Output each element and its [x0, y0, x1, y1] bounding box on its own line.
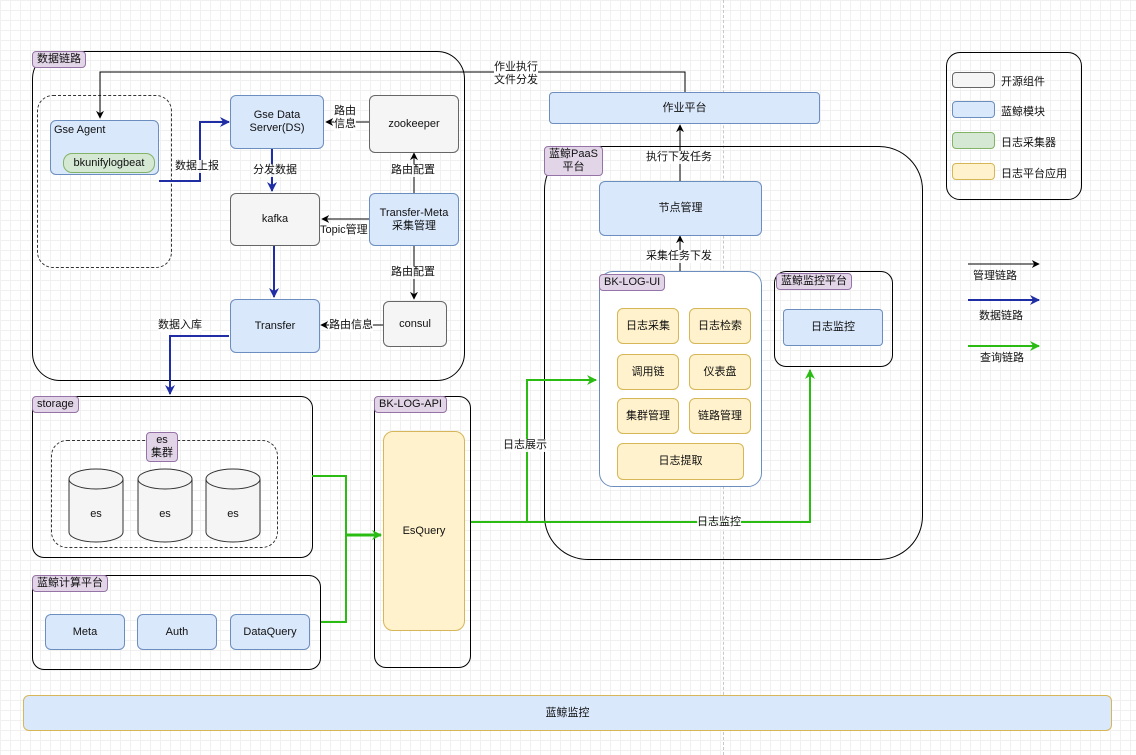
job-platform-node: 作业平台	[549, 92, 820, 124]
dataquery-node: DataQuery	[230, 614, 310, 650]
bluewhale-monitor-bar: 蓝鲸监控	[23, 695, 1112, 731]
bkunifylogbeat-label: bkunifylogbeat	[73, 156, 145, 169]
zookeeper-node: zookeeper	[369, 95, 459, 153]
legend-label-manage-link: 管理链路	[973, 270, 1017, 282]
transfer-node: Transfer	[230, 299, 320, 353]
bkunifylogbeat-node: bkunifylogbeat	[63, 153, 155, 173]
log-extraction-node: 日志提取	[617, 443, 744, 480]
label-log-monitoring: 日志监控	[697, 516, 741, 529]
gse-data-server-label: Gse Data Server(DS)	[249, 109, 305, 134]
meta-label: Meta	[72, 625, 98, 638]
legend-label-collector: 日志采集器	[1001, 137, 1056, 149]
edge-storage-to-esquery	[312, 475, 347, 535]
es-node-1: es	[68, 468, 124, 544]
legend-label-open-source: 开源组件	[1001, 76, 1045, 88]
log-search-label: 日志检索	[698, 319, 742, 332]
label-data-report: 数据上报	[175, 160, 219, 173]
log-search-node: 日志检索	[689, 308, 751, 344]
paas-platform-tag: 蓝鲸PaaS 平台	[544, 146, 603, 176]
log-collection-label: 日志采集	[626, 319, 670, 332]
label-distribute-data: 分发数据	[253, 164, 297, 177]
label-job-exec: 作业执行 文件分发	[494, 61, 538, 87]
transfer-label: Transfer	[254, 319, 296, 332]
legend-label-bluewhale: 蓝鲸模块	[1001, 106, 1045, 118]
cylinder-icon	[68, 468, 124, 543]
label-data-ingest: 数据入库	[158, 319, 202, 332]
es-node-3-label: es	[227, 508, 239, 520]
auth-node: Auth	[137, 614, 217, 650]
dataquery-label: DataQuery	[243, 625, 297, 638]
edge-job-to-agent	[96, 71, 686, 119]
gse-agent-label: Gse Agent	[54, 124, 106, 136]
cluster-management-node: 集群管理	[617, 398, 679, 434]
link-management-label: 链路管理	[698, 409, 742, 422]
monitor-platform-tag: 蓝鲸监控平台	[776, 273, 852, 290]
edge-compute-to-esquery	[321, 535, 347, 623]
job-platform-label: 作业平台	[662, 101, 707, 114]
monitor-platform-group	[774, 271, 893, 367]
edge-agent-to-gse-ds	[159, 117, 230, 182]
data-link-group	[32, 51, 465, 381]
storage-tag: storage	[32, 396, 79, 413]
consul-node: consul	[383, 301, 447, 347]
log-extraction-label: 日志提取	[658, 455, 703, 467]
legend-swatch-app	[952, 163, 995, 180]
bk-log-ui-tag: BK-LOG-UI	[599, 274, 666, 291]
auth-label: Auth	[165, 625, 189, 638]
transfer-meta-node: Transfer-Meta 采集管理	[369, 193, 459, 246]
es-node-2: es	[137, 468, 193, 544]
compute-platform-tag: 蓝鲸计算平台	[32, 575, 108, 592]
node-management-label: 节点管理	[658, 202, 703, 214]
label-route-info-2: 路由信息	[329, 319, 373, 332]
log-monitor-label: 日志监控	[811, 321, 855, 333]
consul-label: consul	[399, 317, 431, 330]
edge-esquery-to-monitor	[527, 369, 815, 523]
cylinder-icon	[205, 468, 261, 543]
label-log-display: 日志展示	[503, 439, 547, 452]
label-topic-management: Topic管理	[320, 224, 368, 237]
esquery-node: EsQuery	[383, 431, 465, 631]
label-route-config-1: 路由配置	[391, 164, 435, 177]
label-route-info-1: 路由 信息	[334, 105, 356, 131]
gse-data-server-node: Gse Data Server(DS)	[230, 95, 324, 149]
bk-log-api-tag: BK-LOG-API	[374, 396, 447, 413]
node-management-node: 节点管理	[599, 181, 762, 236]
log-monitor-node: 日志监控	[783, 309, 883, 346]
label-collect-dispatch: 采集任务下发	[646, 250, 712, 263]
es-node-3: es	[205, 468, 261, 544]
es-cluster-tag: es 集群	[146, 432, 178, 462]
data-link-tag: 数据链路	[32, 51, 86, 68]
legend-box	[946, 52, 1082, 200]
legend-label-data-link: 数据链路	[979, 310, 1023, 322]
label-exec-dispatch: 执行下发任务	[646, 151, 712, 164]
transfer-meta-label: Transfer-Meta 采集管理	[379, 206, 449, 232]
link-management-node: 链路管理	[689, 398, 751, 434]
legend-swatch-collector	[952, 132, 995, 149]
legend-label-app: 日志平台应用	[1001, 168, 1067, 180]
call-chain-node: 调用链	[617, 354, 679, 390]
paas-platform-group	[544, 146, 923, 560]
legend-label-query-link: 查询链路	[980, 352, 1024, 364]
legend-swatch-bluewhale	[952, 101, 995, 118]
edge-transfer-to-storage	[165, 335, 229, 395]
legend-swatch-open-source	[952, 72, 995, 88]
compute-platform-group	[32, 575, 321, 670]
es-node-2-label: es	[159, 508, 171, 520]
cylinder-icon	[137, 468, 193, 543]
label-route-config-2: 路由配置	[391, 266, 435, 279]
kafka-label: kafka	[261, 213, 289, 225]
es-node-1-label: es	[90, 508, 102, 520]
call-chain-label: 调用链	[631, 365, 665, 378]
dashboard-node: 仪表盘	[689, 354, 751, 390]
dashboard-label: 仪表盘	[703, 365, 737, 378]
esquery-label: EsQuery	[402, 524, 446, 537]
kafka-node: kafka	[230, 193, 320, 246]
meta-node: Meta	[45, 614, 125, 650]
bluewhale-monitor-label: 蓝鲸监控	[545, 706, 590, 719]
log-collection-node: 日志采集	[617, 308, 679, 344]
zookeeper-label: zookeeper	[388, 117, 440, 130]
cluster-management-label: 集群管理	[626, 409, 670, 422]
